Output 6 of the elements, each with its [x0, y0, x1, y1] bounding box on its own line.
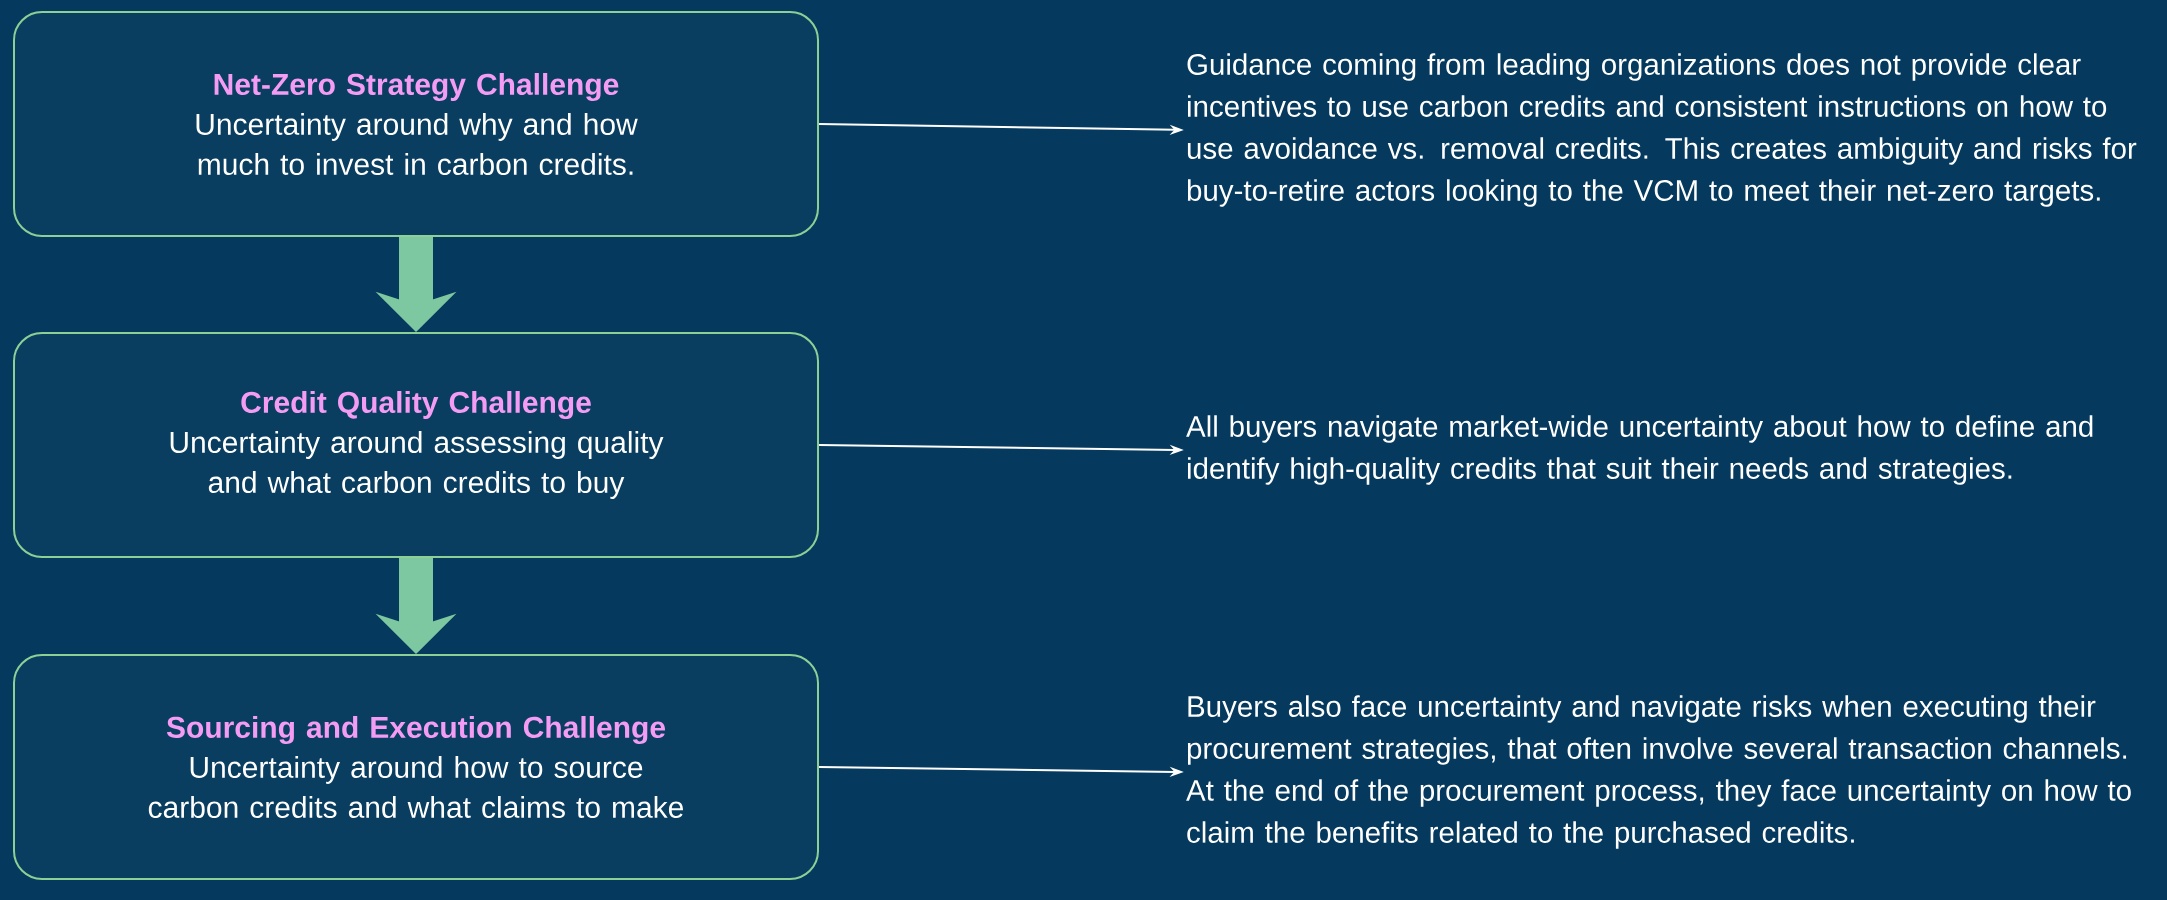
challenge-box: Net-Zero Strategy Challenge Uncertainty around why and how much to invest in carbon credits.: [13, 11, 819, 237]
challenge-box: Credit Quality Challenge Uncertainty around assessing quality and what carbon credits to buy: [13, 332, 819, 558]
description-text: Buyers also face uncertainty and navigate risks when executing their procurement strategies, that often involve several transaction channels. At the end of the procurement process, they face uncertainty on how to claim the benefits related to the purchased credits.: [1186, 695, 2131, 849]
description-text: Guidance coming from leading organizations does not provide clear incentives to use carbon credits and consistent instructions on how to use avoidance vs. removal credits. This creates ambiguity and risks for buy-to-retire actors looking to the VCM to meet their net-zero targets.: [1187, 53, 2137, 207]
challenge-box: Sourcing and Execution Challenge Uncertainty around how to source carbon credits and what claims to make: [13, 654, 819, 880]
description-text: All buyers navigate market-wide uncertainty about how to define and identify high-quality credits that suit their needs and strategies.: [1186, 415, 2093, 485]
